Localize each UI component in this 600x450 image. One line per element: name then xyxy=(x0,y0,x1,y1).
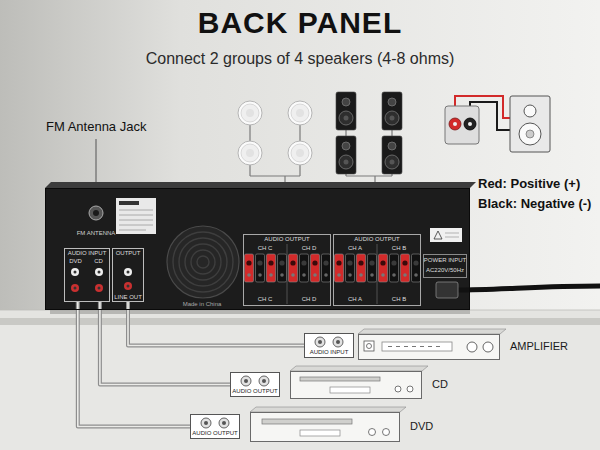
channel-label: CH C xyxy=(243,245,287,252)
callout-label: FM Antenna Jack xyxy=(46,120,166,135)
speaker-terminal-block: AUDIO OUTPUTCH ACH BCH ACH B xyxy=(333,234,421,306)
polarity-note: Red: Positive (+) xyxy=(478,177,596,192)
rca-cable xyxy=(78,302,190,427)
output-panel: OUTPUT LINE OUT xyxy=(112,248,144,302)
panel-label: OUTPUT xyxy=(112,250,144,257)
channel-label: CH B xyxy=(377,245,421,252)
channel-label: CH D xyxy=(287,245,331,252)
channel-label: CH A xyxy=(333,245,377,252)
device-name: CD xyxy=(432,378,472,391)
panel-label: POWER INPUT xyxy=(423,257,467,264)
panel-label: AUDIO OUTPUT xyxy=(243,236,331,243)
cd-player: CD xyxy=(290,371,422,399)
jack-callout: AUDIO OUTPUT xyxy=(230,372,280,397)
rca-cable xyxy=(128,302,304,346)
rca-cable xyxy=(100,302,230,385)
jack-label: FM ANTENNA xyxy=(74,230,118,237)
callout-label: AUDIO OUTPUT xyxy=(190,430,240,437)
callout-label: AUDIO INPUT xyxy=(304,349,354,356)
speaker-terminal-block: AUDIO OUTPUTCH CCH DCH CCH D xyxy=(243,234,331,306)
channel-label: DVD xyxy=(64,258,87,265)
title: BACK PANEL xyxy=(0,6,600,41)
polarity-note: Black: Negative (-) xyxy=(478,197,596,212)
jack-callout: AUDIO OUTPUT xyxy=(190,414,240,439)
device-name: AMPLIFIER xyxy=(510,340,590,353)
origin-mark: Made in China xyxy=(170,301,234,308)
panel-label: AUDIO OUTPUT xyxy=(333,236,421,243)
device-name: DVD xyxy=(410,420,450,433)
channel-label: CH A xyxy=(333,296,377,303)
channel-label: CH D xyxy=(287,296,331,303)
channel-label: CH C xyxy=(243,296,287,303)
rating-label: AC220V/50Hz xyxy=(423,267,467,274)
channel-label: CD xyxy=(87,258,110,265)
subtitle: Connect 2 groups of 4 speakers (4-8 ohms… xyxy=(0,50,600,68)
jack-callout: AUDIO INPUT xyxy=(304,333,354,358)
panel-label: LINE OUT xyxy=(112,294,144,301)
receiver-unit: FM ANTENNA Made in China AUDIO INPUTDVDCDO… xyxy=(45,188,470,310)
channel-label: CH B xyxy=(377,296,421,303)
amplifier-device: AMPLIFIER xyxy=(358,334,500,360)
power-input: POWER INPUT AC220V/50Hz xyxy=(423,254,467,278)
panel-label: AUDIO INPUT xyxy=(64,250,110,257)
dvd-player: DVD xyxy=(250,412,400,442)
callout-label: AUDIO OUTPUT xyxy=(230,388,280,395)
input-panel: AUDIO INPUTDVDCD xyxy=(64,248,110,302)
